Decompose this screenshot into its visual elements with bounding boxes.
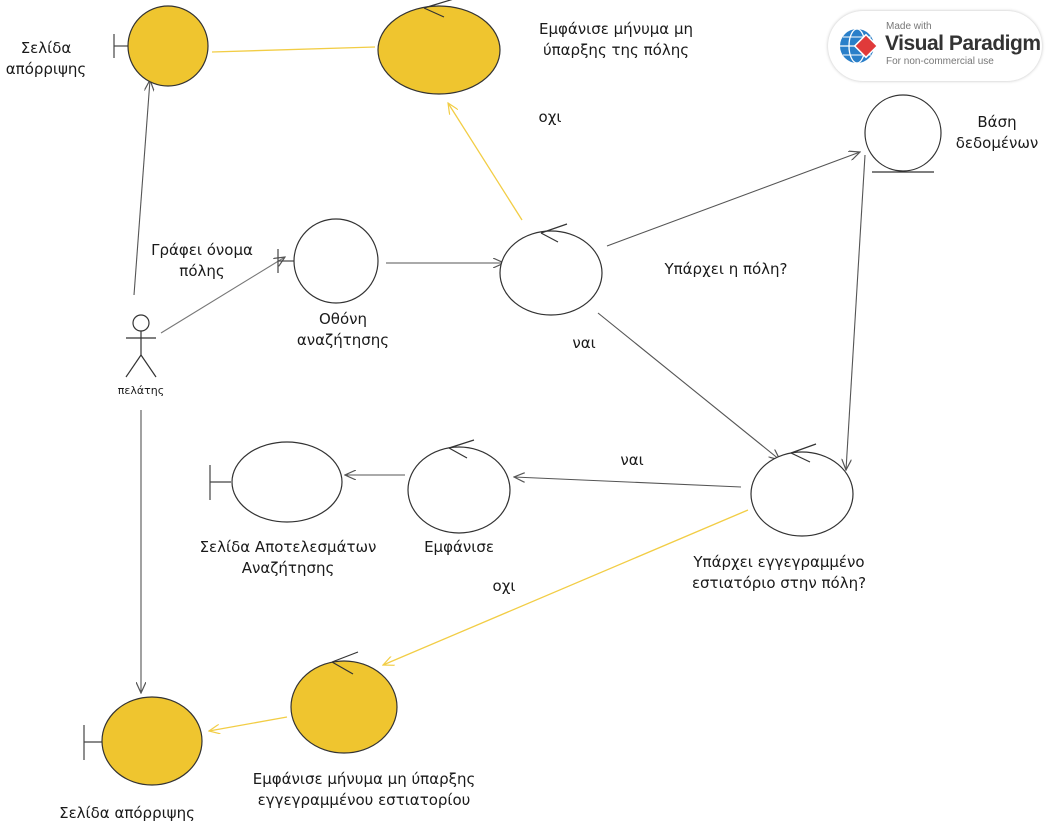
actor-customer	[125, 314, 157, 378]
edge-restaurant-control-to-msg-restaurant	[383, 509, 749, 665]
label-show: Εμφάνισε	[424, 538, 494, 556]
label-yes-mid: ναι	[572, 334, 596, 352]
globe-logo-icon	[840, 28, 879, 64]
boundary-search-screen	[277, 218, 379, 304]
label-msg-restaurant: Εμφάνισε μήνυμα μη ύπαρξης εγγεγραμμένου…	[252, 770, 476, 809]
visual-paradigm-watermark: Made with Visual Paradigm For non-commer…	[828, 11, 1042, 81]
label-customer: πελάτης	[117, 384, 165, 397]
watermark-brand: Visual Paradigm	[885, 32, 1041, 55]
control-restaurant-exists	[750, 443, 854, 537]
edge-msg-restaurant-to-reject-bottom	[209, 716, 288, 731]
edge-actor-to-reject-top	[133, 80, 150, 296]
label-reject-top: Σελίδα απόρριψης	[5, 39, 87, 78]
control-show	[407, 439, 511, 534]
edge-restaurant-control-to-show	[514, 477, 742, 488]
watermark-made-with: Made with	[886, 21, 932, 32]
boundary-results-page	[209, 441, 343, 523]
edge-control-to-msg-city	[448, 103, 523, 221]
connectors	[133, 46, 866, 731]
label-restaurant-exists: Υπάρχει εγγεγραμμένο εστιατόριο στην πόλ…	[691, 553, 867, 592]
edge-control-to-restaurant-control	[597, 312, 780, 460]
label-database: Βάση δεδομένων	[955, 113, 1039, 152]
control-msg-city	[377, 0, 501, 95]
control-city-exists	[499, 223, 603, 316]
edge-database-to-restaurant-control	[846, 154, 866, 470]
boundary-reject-top	[113, 5, 209, 87]
label-city-exists: Υπάρχει η πόλη?	[664, 260, 788, 278]
entity-database	[864, 94, 942, 173]
label-reject-bottom: Σελίδα απόρριψης	[59, 804, 195, 822]
label-msg-city: Εμφάνισε μήνυμα μη ύπαρξης της πόλης	[539, 20, 693, 59]
label-results-page: Σελίδα Αποτελεσμάτων Αναζήτησης	[199, 538, 377, 577]
edge-control-to-database	[606, 152, 860, 247]
control-msg-restaurant	[290, 651, 398, 754]
watermark-subtitle: For non-commercial use	[886, 56, 994, 67]
label-search-screen: Οθόνη αναζήτησης	[296, 310, 390, 349]
edge-msg-city-to-reject-top	[211, 46, 376, 53]
label-no-bottom: οχι	[492, 577, 516, 595]
label-no-top: οχι	[538, 108, 562, 126]
label-yes-right: ναι	[620, 451, 644, 469]
edge-actor-to-search-screen	[160, 257, 285, 334]
label-writes-city: Γράφει όνομα πόλης	[151, 241, 253, 280]
boundary-reject-bottom	[83, 696, 203, 786]
